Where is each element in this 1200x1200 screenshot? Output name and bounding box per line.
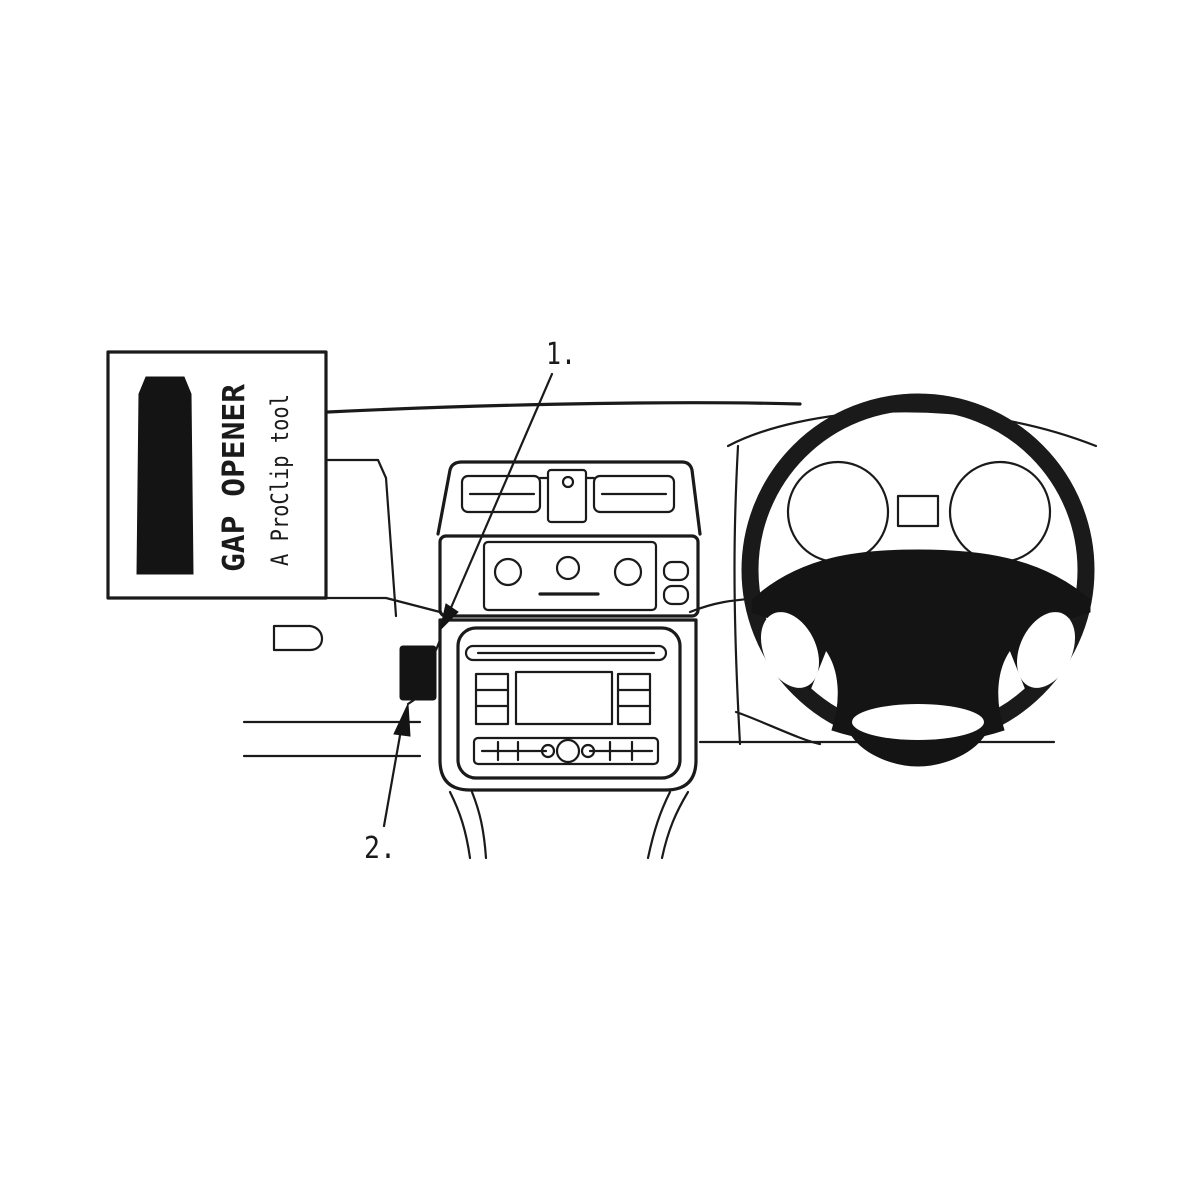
inset-title: GAP OPENER — [217, 383, 252, 572]
center-air-vents — [436, 460, 702, 536]
inset-subtitle: A ProClip tool — [266, 394, 294, 566]
gauge-right — [948, 460, 1052, 564]
radio-unit — [438, 618, 698, 792]
climate-knob-center — [555, 555, 581, 581]
gap-opener-inset: GAP OPENER A ProClip tool — [106, 350, 328, 600]
steering-wheel-hub — [751, 549, 1091, 743]
callout-one-label: 1. — [546, 337, 576, 372]
climate-knob-left — [493, 557, 523, 587]
climate-knob-right — [613, 557, 643, 587]
inset-frame — [106, 350, 328, 600]
mount-holder-block — [399, 645, 437, 701]
inset-text-group: GAP OPENER A ProClip tool — [217, 383, 294, 572]
dashboard-outline — [242, 401, 1098, 758]
climate-panel — [438, 534, 700, 618]
gap-opener-tool-icon — [136, 376, 194, 575]
callout-two: 2. — [364, 698, 416, 866]
callout-one: 1. — [439, 337, 576, 632]
gauge-left — [786, 460, 890, 564]
radio-volume-knob — [555, 738, 581, 764]
steering-wheel-area — [741, 393, 1095, 767]
callout-two-label: 2. — [364, 831, 396, 866]
center-console — [448, 790, 690, 860]
cluster-display — [896, 494, 940, 528]
mount-bracket — [399, 638, 442, 701]
